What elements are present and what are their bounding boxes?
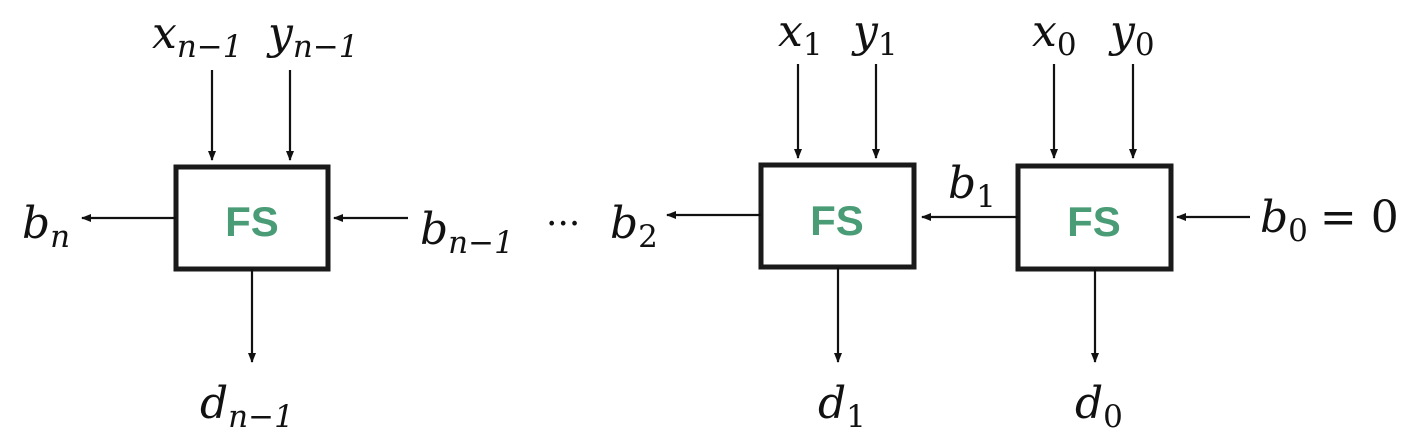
label-b-2: b2 [610,198,658,255]
label-x-n-minus-1: xn−1 [152,8,243,65]
label-x-1: x1 [778,6,823,63]
fs-cell-1: FS x1 y1 b2 d1 [610,6,917,435]
label-y-0: y0 [1108,6,1155,63]
label-b-1: b1 [948,158,996,215]
ellipsis: ··· [546,204,580,245]
label-d-0: d0 [1075,378,1123,435]
fs-block-1 [758,162,917,270]
fs-cell-0: FS x0 y0 b1 b0= 0 d0 [921,6,1399,435]
label-b-n-minus-1: bn−1 [420,204,514,261]
fs-block-label: FS [225,198,279,245]
fs-cell-n-minus-1: FS xn−1 yn−1 bn bn−1 dn−1 [22,8,514,435]
label-y-n-minus-1: yn−1 [266,8,359,65]
fs-block-label: FS [810,197,864,244]
label-b-0-equals-0: b0= 0 [1260,192,1399,249]
label-d-1: d1 [818,378,866,435]
label-x-0: x0 [1032,6,1077,63]
label-d-n-minus-1: dn−1 [200,378,294,435]
label-y-1: y1 [851,6,898,63]
label-b-n: bn [22,198,70,255]
fs-block-label: FS [1067,198,1121,245]
